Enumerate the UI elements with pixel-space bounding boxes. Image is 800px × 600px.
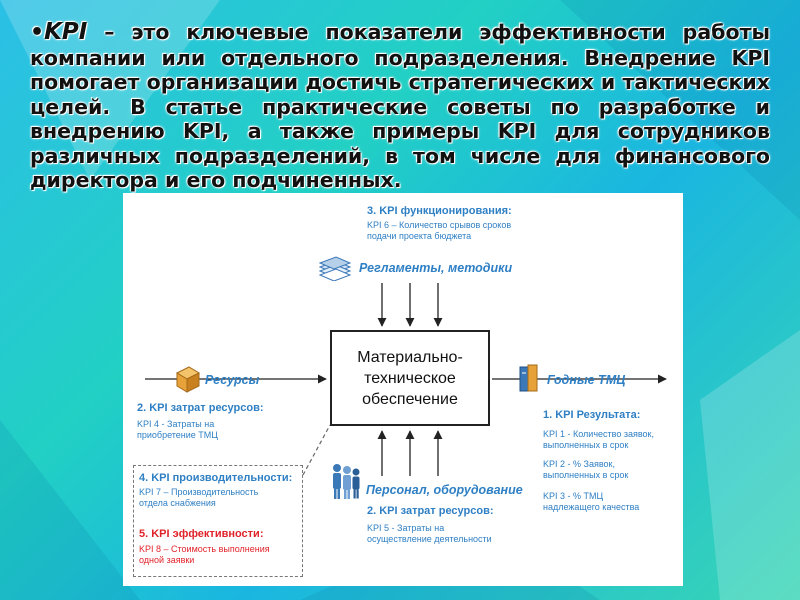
input-label: Ресурсы [205, 373, 260, 387]
kpi-term: KPI [44, 19, 88, 45]
people-icon [333, 464, 360, 499]
productivity-kpi-heading: 4. KPI производительности: [139, 472, 293, 484]
process-label: Материально- техническое обеспечение [357, 348, 463, 408]
documents-stack-icon [318, 256, 352, 281]
efficiency-kpi-heading: 5. KPI эффективности: [139, 528, 264, 540]
dashed-connector [302, 424, 331, 476]
productivity-kpi-line2: отдела снабжения [139, 498, 216, 508]
slide-body-text: – это ключевые показатели эффективности … [30, 20, 770, 192]
left-kpi-line2: приобретение ТМЦ [137, 430, 218, 440]
output-label: Годные ТМЦ [547, 373, 626, 387]
left-kpi-line1: KPI 4 - Затраты на [137, 419, 215, 429]
efficiency-kpi-line1: KPI 8 – Стоимость выполнения [139, 544, 270, 554]
idef-diagram-panel: 3. KPI функционирования: KPI 6 – Количес… [123, 193, 683, 586]
top-kpi-line2: подачи проекта бюджета [367, 231, 472, 241]
top-kpi-line1: KPI 6 – Количество срывов сроков [367, 220, 512, 230]
slide-paragraph: •KPI – это ключевые показатели эффективн… [30, 20, 770, 193]
right-kpi-item2-line1: KPI 2 - % Заявок, [543, 459, 615, 469]
bottom-kpi-line2: осуществление деятельности [367, 534, 492, 544]
left-kpi-heading: 2. KPI затрат ресурсов: [137, 402, 264, 414]
right-kpi-item1-line2: выполненных в срок [543, 440, 629, 450]
right-kpi-item3-line2: надлежащего качества [543, 502, 640, 512]
box-icon [175, 366, 201, 393]
bottom-kpi-heading: 2. KPI затрат ресурсов: [367, 505, 494, 517]
top-kpi-heading: 3. KPI функционирования: [367, 205, 512, 217]
bullet-mark: • [30, 20, 45, 45]
control-label: Регламенты, методики [359, 261, 513, 275]
diagram-arrows [145, 283, 667, 476]
process-box: Материально- техническое обеспечение [330, 330, 490, 426]
right-kpi-item3-line1: KPI 3 - % ТМЦ [543, 491, 604, 501]
books-icon [519, 364, 538, 392]
bottom-kpi-line1: KPI 5 - Затраты на [367, 523, 445, 533]
productivity-kpi-line1: KPI 7 – Производительность [139, 487, 259, 497]
right-kpi-item2-line2: выполненных в срок [543, 470, 629, 480]
right-kpi-heading: 1. KPI Результата: [543, 409, 641, 421]
dashed-kpi-box [133, 465, 303, 577]
right-kpi-item1-line1: KPI 1 - Количество заявок, [543, 429, 654, 439]
efficiency-kpi-line2: одной заявки [139, 555, 195, 565]
mechanism-label: Персонал, оборудование [366, 483, 523, 497]
